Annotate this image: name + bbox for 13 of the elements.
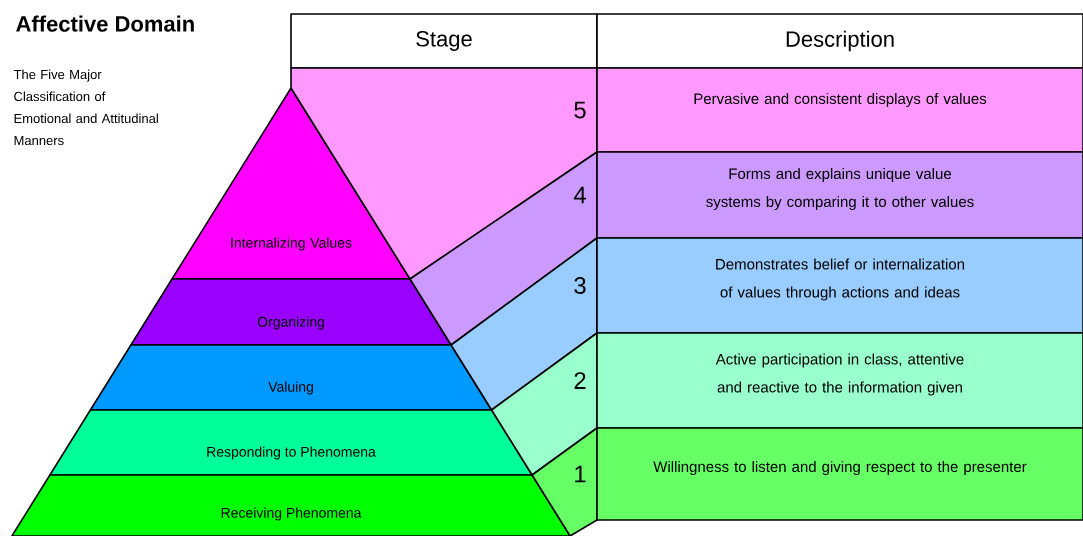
header: Description xyxy=(596,13,1083,69)
subtitle: The Five Major Classification of Emotional and Attitudinal Manners xyxy=(13,69,158,146)
description-box: Demonstrates belief or internalization of values through actions and ideas xyxy=(596,237,1083,334)
pyramid-layer: Organizing xyxy=(130,278,452,346)
description-box: Forms and explains unique value systems by comparing it to other values xyxy=(596,151,1083,239)
description-box: Pervasive and consistent displays of values xyxy=(596,67,1083,153)
pyramid-layer: Valuing xyxy=(89,344,493,411)
title: Affective Domain xyxy=(16,15,194,32)
pyramid-layer: Responding to Phenomena xyxy=(49,409,533,476)
pyramid-layer: Internalizing Values xyxy=(171,87,411,280)
stage-number-band: 1 xyxy=(531,427,598,536)
pyramid-layer: Receiving Phenomena xyxy=(11,474,571,536)
header: Stage xyxy=(290,13,598,69)
